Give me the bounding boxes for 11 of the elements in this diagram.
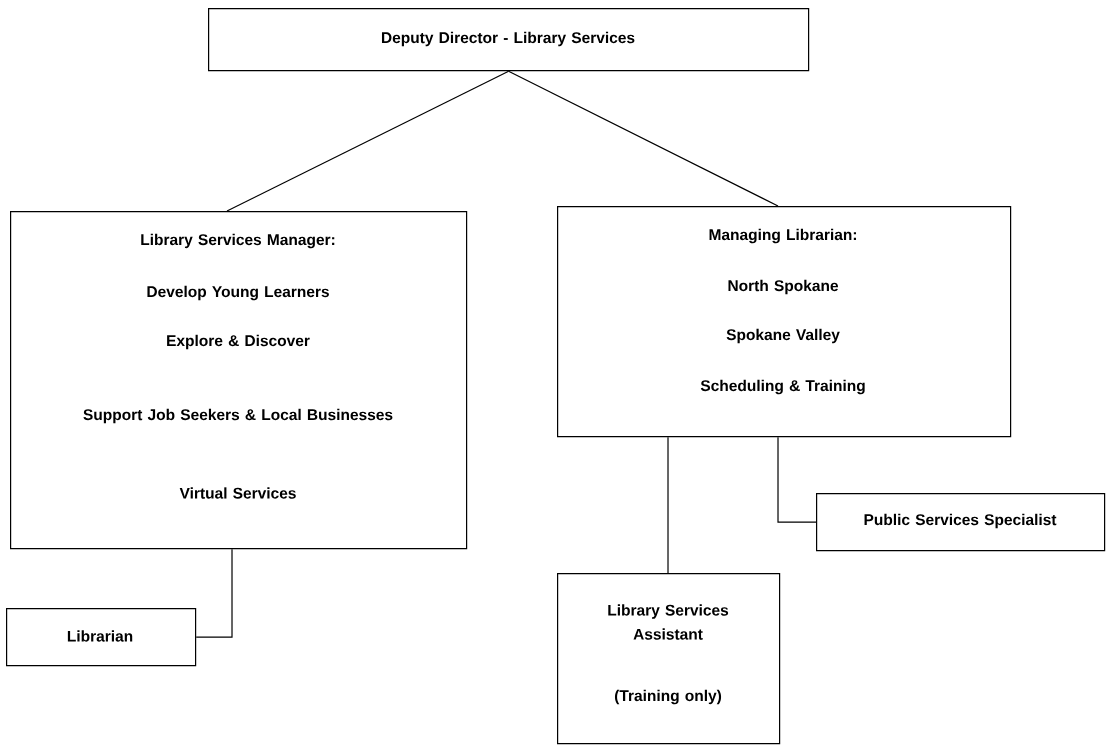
- connector-line: [195, 548, 233, 638]
- org-box: Librarian: [6, 608, 197, 667]
- org-box: Public Services Specialist: [816, 493, 1106, 552]
- org-box: Deputy Director - Library Services: [208, 8, 810, 72]
- org-box: Managing Librarian: North Spokane Spokane Valley Scheduling & Training: [557, 206, 1012, 438]
- org-box: Library Services Manager: Develop Young Learners Explore & Discover Support Job Seekers & Local Businesses Virtual Services: [10, 211, 468, 550]
- connector-line: [777, 436, 817, 523]
- connector-line: [226, 70, 510, 212]
- org-box: Library Services Assistant (Training only): [557, 573, 781, 745]
- connector-line: [508, 70, 779, 207]
- connector-line: [667, 436, 669, 574]
